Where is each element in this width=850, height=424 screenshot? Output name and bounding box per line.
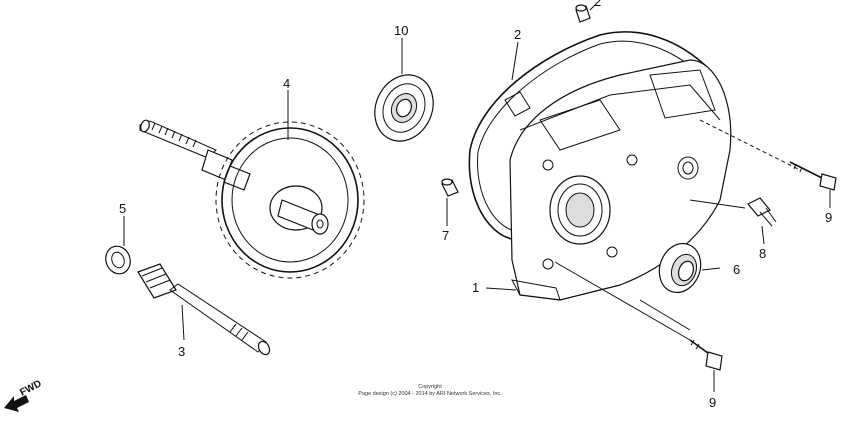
label-part-3: 3	[178, 344, 185, 359]
label-part-1: 1	[472, 280, 479, 295]
part-9-bolt-upper[interactable]	[789, 161, 837, 191]
part-8-flange-bolt[interactable]	[747, 197, 777, 227]
fwd-label: FWD	[18, 378, 43, 398]
part-9-bolt-lower[interactable]	[689, 339, 723, 371]
dowel-pin-top[interactable]	[575, 4, 591, 23]
label-part-9-upper: 9	[825, 210, 832, 225]
label-part-5: 5	[119, 201, 126, 216]
label-part-9-lower: 9	[709, 395, 716, 410]
part-1-transmission-case[interactable]	[509, 59, 732, 301]
part-4-countershaft-gear[interactable]	[139, 119, 365, 279]
part-5-washer[interactable]	[102, 243, 134, 278]
part-6-oil-seal[interactable]	[653, 238, 708, 299]
label-part-8: 8	[759, 246, 766, 261]
copyright-title: Copyright	[418, 384, 442, 390]
label-part-2: 2	[514, 27, 521, 42]
fwd-direction-arrow: FWD	[4, 378, 44, 412]
copyright-notice: Copyright Page design (c) 2004 - 2014 by…	[300, 384, 560, 397]
part-3-drive-shaft[interactable]	[137, 263, 272, 357]
copyright-text: Page design (c) 2004 - 2014 by ARI Netwo…	[358, 390, 502, 397]
label-part-10: 10	[394, 23, 408, 38]
part-7-dowel-pin[interactable]	[441, 178, 459, 197]
part-10-bearing[interactable]	[364, 65, 443, 150]
label-part-4: 4	[283, 76, 290, 91]
label-part-7: 7	[442, 228, 449, 243]
label-part-2-top: 2	[594, 0, 601, 9]
label-part-6: 6	[733, 262, 740, 277]
leader-lines	[123, 3, 831, 392]
